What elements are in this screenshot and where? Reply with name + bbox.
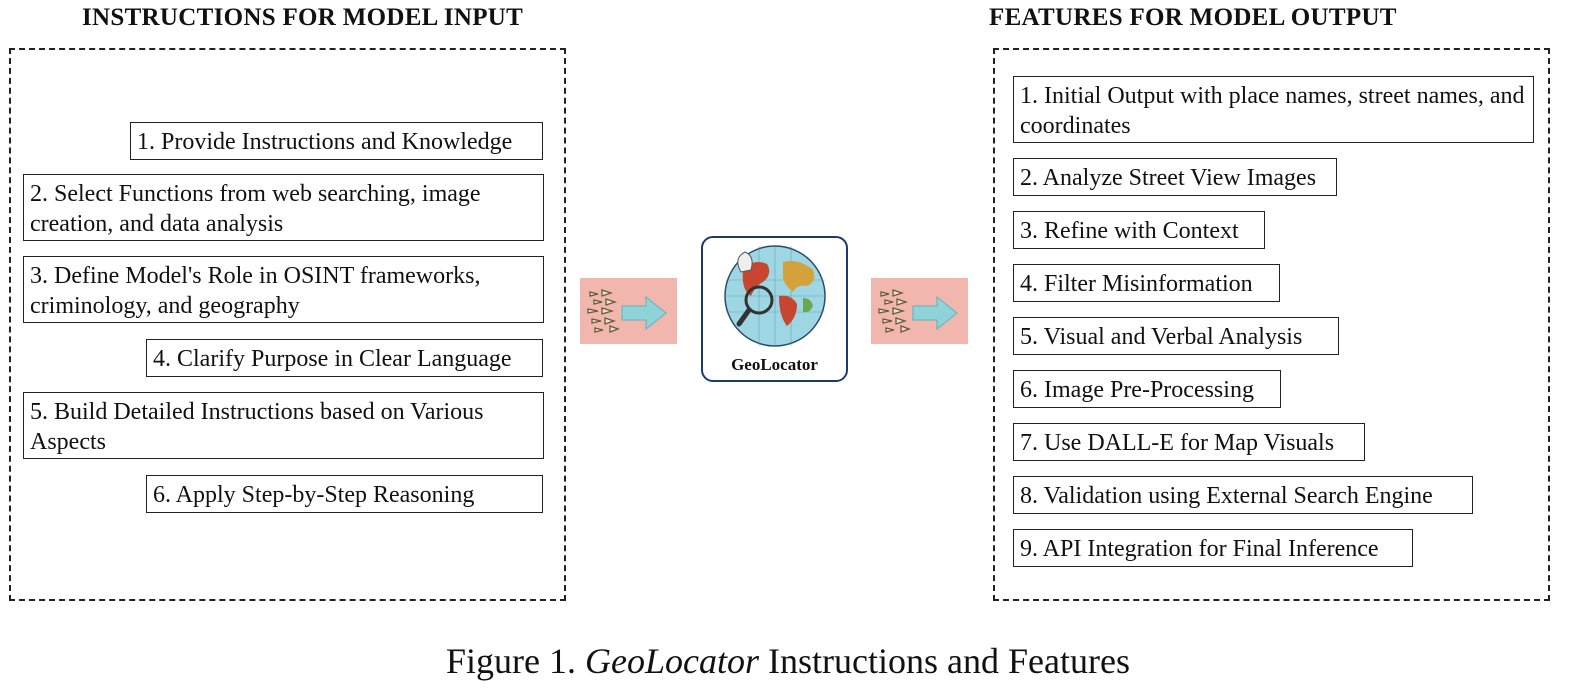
caption-suffix: Instructions and Features	[759, 641, 1130, 681]
input-section-title: INSTRUCTIONS FOR MODEL INPUT	[82, 4, 524, 31]
geolocator-label: GeoLocator	[731, 355, 818, 374]
output-arrow-icon	[871, 278, 968, 344]
output-item-3: 3. Refine with Context	[1013, 211, 1265, 249]
output-item-8: 8. Validation using External Search Engi…	[1013, 476, 1473, 514]
output-panel	[993, 48, 1550, 601]
input-item-3: 3. Define Model's Role in OSINT framewor…	[23, 256, 544, 323]
geolocator-card: GeoLocator	[701, 236, 848, 382]
output-item-7: 7. Use DALL-E for Map Visuals	[1013, 423, 1365, 461]
input-arrow-icon	[580, 278, 677, 344]
output-section-title: FEATURES FOR MODEL OUTPUT	[989, 4, 1397, 31]
output-item-2: 2. Analyze Street View Images	[1013, 158, 1337, 196]
output-item-1: 1. Initial Output with place names, stre…	[1013, 76, 1534, 143]
output-item-5: 5. Visual and Verbal Analysis	[1013, 317, 1339, 355]
input-panel	[9, 48, 566, 601]
output-item-4: 4. Filter Misinformation	[1013, 264, 1280, 302]
globe-icon	[724, 245, 826, 347]
caption-prefix: Figure 1.	[446, 641, 586, 681]
input-item-4: 4. Clarify Purpose in Clear Language	[146, 339, 543, 377]
input-item-6: 6. Apply Step-by-Step Reasoning	[146, 475, 543, 513]
input-item-2: 2. Select Functions from web searching, …	[23, 174, 544, 241]
figure-caption: Figure 1. GeoLocator Instructions and Fe…	[0, 640, 1576, 682]
caption-name: GeoLocator	[585, 641, 760, 681]
output-item-9: 9. API Integration for Final Inference	[1013, 529, 1413, 567]
input-item-5: 5. Build Detailed Instructions based on …	[23, 392, 544, 459]
input-item-1: 1. Provide Instructions and Knowledge	[130, 122, 543, 160]
output-item-6: 6. Image Pre-Processing	[1013, 370, 1281, 408]
